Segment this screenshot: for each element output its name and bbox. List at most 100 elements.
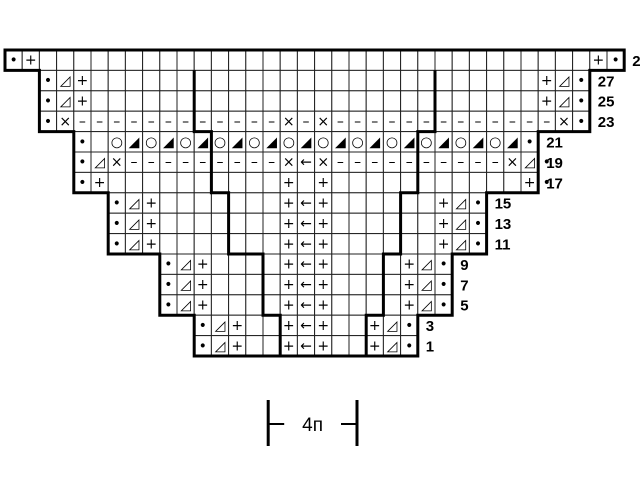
chart-cell (365, 294, 384, 316)
row-number: 13 (495, 216, 512, 233)
chart-cell (245, 192, 264, 214)
stitch-symbol: ◢ (438, 134, 449, 150)
stitch-symbol: – (234, 155, 241, 171)
stitch-symbol: ← (300, 236, 312, 252)
stitch-symbol: • (44, 114, 52, 130)
chart-cell (296, 49, 316, 71)
chart-cell (417, 69, 436, 92)
stitch-symbol: ○ (489, 134, 501, 150)
chart-cell (124, 171, 144, 194)
chart-cell (262, 212, 281, 235)
chart-cell (331, 314, 350, 337)
stitch-symbol: + (283, 297, 295, 313)
stitch-symbol: – (96, 114, 103, 130)
stitch-symbol: • (9, 53, 17, 69)
chart-cell (400, 49, 419, 71)
chart-cell (400, 171, 419, 194)
chart-cell (434, 49, 453, 71)
chart-cell (159, 233, 178, 255)
stitch-symbol: ◿ (421, 277, 432, 293)
stitch-symbol: – (389, 114, 396, 130)
stitch-symbol: • (44, 93, 52, 109)
chart-cell (331, 69, 350, 92)
stitch-symbol: + (145, 195, 157, 211)
chart-cell (210, 212, 230, 235)
stitch-symbol: • (474, 216, 482, 232)
chart-cell (210, 233, 230, 255)
stitch-symbol: + (283, 236, 295, 252)
chart-cell (348, 171, 367, 194)
stitch-symbols: •++••◿++◿••◿++◿••×––––––––––––×–×–––––––… (9, 53, 619, 355)
stitch-symbol: – (113, 114, 120, 130)
chart-cell (245, 273, 264, 296)
chart-cell (193, 171, 212, 194)
stitch-symbol: ← (300, 257, 312, 273)
chart-cell (228, 192, 247, 214)
stitch-symbol: + (145, 216, 157, 232)
stitch-symbol: ○ (317, 134, 329, 150)
stitch-symbol: + (283, 318, 295, 334)
stitch-symbol: + (403, 277, 415, 293)
stitch-symbol: + (197, 297, 209, 313)
chart-cell (348, 335, 367, 357)
stitch-symbol: ← (300, 318, 312, 334)
chart-cell (348, 294, 367, 316)
stitch-symbol: – (457, 114, 464, 130)
stitch-symbol: – (199, 114, 206, 130)
stitch-symbol: + (369, 318, 381, 334)
chart-cell (90, 131, 109, 153)
stitch-symbol: ◢ (369, 134, 380, 150)
chart-cell (331, 49, 350, 71)
chart-cell (262, 314, 281, 337)
chart-cell (193, 212, 212, 235)
chart-cell (262, 192, 281, 214)
chart-cell (90, 90, 109, 112)
repeat-marker: 4п (266, 400, 359, 446)
chart-cell (142, 171, 161, 194)
chart-cell (331, 273, 350, 296)
stitch-symbol: + (541, 73, 553, 89)
chart-cell (314, 69, 333, 92)
chart-cell (348, 90, 367, 112)
chart-cell (382, 69, 402, 92)
stitch-symbol: • (78, 155, 86, 171)
stitch-symbol: – (234, 114, 241, 130)
chart-cell (382, 294, 402, 316)
row-number: 11 (495, 237, 511, 254)
stitch-symbol: + (231, 338, 243, 354)
stitch-symbol: + (25, 53, 37, 69)
chart-cell (314, 49, 333, 71)
chart-cell (245, 69, 264, 92)
stitch-symbol: ← (300, 277, 312, 293)
stitch-symbol: • (543, 175, 551, 191)
chart-cell (382, 253, 402, 275)
stitch-symbol: × (59, 114, 71, 130)
stitch-symbol: × (283, 114, 295, 130)
stitch-symbol: ◢ (507, 134, 518, 150)
stitch-symbol: + (317, 216, 329, 232)
stitch-symbol: – (475, 114, 482, 130)
stitch-symbol: + (283, 216, 295, 232)
row-number: 9 (460, 257, 468, 274)
stitch-symbol: × (317, 155, 329, 171)
stitch-symbol: – (492, 155, 499, 171)
chart-cell (228, 294, 247, 316)
stitch-symbol: • (199, 318, 207, 334)
stitch-symbol: ◿ (524, 155, 535, 171)
chart-cell (107, 69, 126, 92)
stitch-symbol: ○ (283, 134, 295, 150)
stitch-symbol: + (283, 195, 295, 211)
stitch-symbol: + (283, 175, 295, 191)
chart-cell (400, 192, 419, 214)
chart-cell (365, 171, 384, 194)
stitch-symbol: + (283, 257, 295, 273)
stitch-symbol: ◿ (60, 73, 71, 89)
chart-cell (56, 49, 75, 71)
chart-cell (331, 335, 350, 357)
stitch-symbol: × (507, 155, 519, 171)
chart-cell (348, 233, 367, 255)
stitch-symbol: + (317, 277, 329, 293)
chart-cell (331, 192, 350, 214)
row-number: 7 (460, 277, 468, 294)
stitch-symbol: + (438, 216, 450, 232)
